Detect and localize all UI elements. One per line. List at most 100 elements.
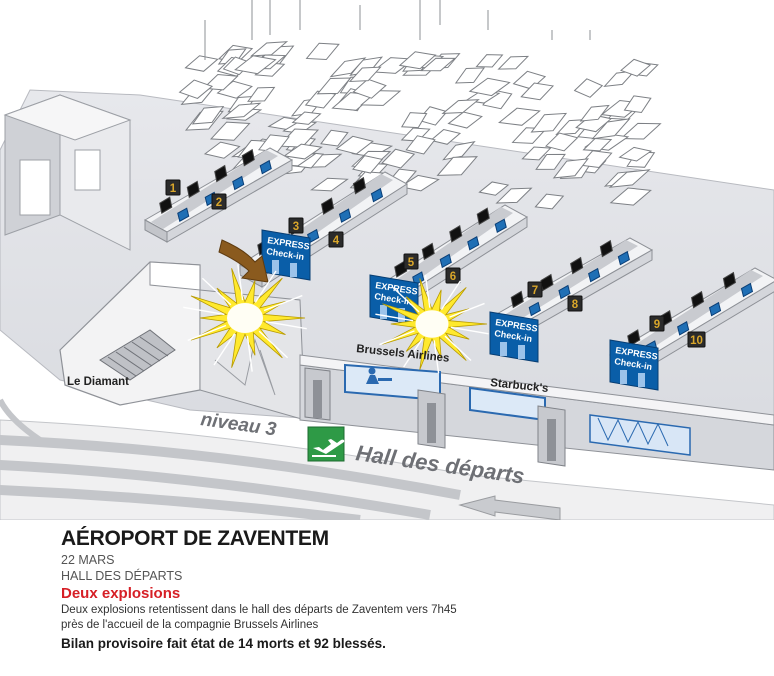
departure-screen [241, 148, 255, 167]
express-checkin-kiosks: EXPRESSCheck-inEXPRESSCheck-inEXPRESSChe… [261, 229, 659, 391]
caption-title: AÉROPORT DE ZAVENTEM [61, 527, 329, 550]
departure-screen [186, 180, 200, 199]
ceiling-tile [441, 99, 480, 114]
counter-number-2: 2 [211, 193, 227, 210]
ceiling-tile [320, 129, 349, 147]
desk-screen [708, 301, 722, 317]
ceiling-tile [530, 112, 568, 133]
desk-screen [232, 175, 245, 191]
ceiling-tile [184, 55, 219, 72]
road-arrow-icon [458, 495, 561, 520]
ceiling-tile [405, 135, 436, 155]
caption-body-line1: Deux explosions retentissent dans le hal… [61, 604, 457, 616]
ceiling-tile [608, 169, 651, 188]
svg-text:5: 5 [408, 257, 415, 269]
ceiling-tile [521, 146, 552, 161]
desk-screen [617, 250, 630, 266]
svg-text:1: 1 [170, 183, 177, 195]
departure-screen [214, 164, 228, 183]
ceiling-tile [234, 55, 277, 75]
departure-screen [570, 256, 584, 275]
ceiling-tile [623, 95, 652, 114]
svg-text:7: 7 [532, 285, 538, 297]
ceiling-tile [400, 127, 431, 142]
ceiling-tile [591, 118, 631, 140]
ceiling-tile [534, 193, 565, 210]
departure-screen [159, 196, 173, 214]
svg-text:10: 10 [690, 335, 703, 347]
ceiling-tile [221, 102, 262, 119]
departure-screen [320, 197, 335, 215]
counter-number-8: 8 [567, 295, 583, 312]
ceiling-tile [552, 158, 589, 179]
counter-number-1: 1 [165, 179, 181, 196]
desk-screen [370, 187, 384, 203]
desk-screen [588, 267, 601, 283]
route-arrow-icon [218, 239, 269, 283]
ceiling-tile [381, 148, 416, 169]
check-in-island [379, 204, 528, 308]
counter-number-10: 10 [687, 331, 706, 348]
left-building [3, 94, 132, 251]
ceiling-tile [512, 70, 547, 90]
ceiling-tile [544, 132, 579, 152]
desk-screen [259, 159, 272, 175]
caption-body-line2: près de l'accueil de la compagnie Brusse… [61, 619, 319, 631]
ceiling-tile [283, 143, 323, 160]
desk-screen [439, 253, 452, 269]
ceiling-tile [209, 121, 251, 141]
ceiling-tile [399, 174, 440, 192]
desk-screen [494, 218, 507, 233]
ceiling-tile [335, 135, 374, 155]
desk-screen [558, 284, 571, 300]
ceiling-tile [305, 42, 340, 61]
departure-screen [510, 290, 524, 309]
ceiling-tile [454, 67, 486, 84]
svg-text:3: 3 [293, 221, 299, 233]
ceiling-tile [429, 129, 462, 145]
counter-number-9: 9 [649, 315, 665, 332]
ceiling-tile [498, 107, 541, 126]
person-icon [366, 367, 392, 384]
ceiling-tile [329, 57, 367, 78]
counter-number-3: 3 [288, 217, 304, 234]
desk-screen [467, 236, 480, 251]
departure-hall-map: EXPRESSCheck-inEXPRESSCheck-inEXPRESSChe… [0, 0, 774, 520]
ceiling-tile [619, 122, 662, 140]
departure-screen [476, 207, 490, 225]
label-le-diamant: Le Diamant [67, 376, 129, 388]
check-in-island [608, 267, 774, 378]
caption-date: 22 MARS [61, 553, 115, 567]
ceiling-tile [573, 78, 604, 98]
ceiling-tile [178, 79, 214, 99]
ceiling-tile [316, 77, 352, 95]
desk-screen [338, 208, 352, 223]
ceiling-tile [468, 77, 511, 97]
pillars [304, 367, 566, 467]
departure-screen [599, 239, 613, 258]
departure-screen [627, 329, 641, 347]
caption-place: HALL DES DÉPARTS [61, 569, 183, 583]
check-in-island [143, 147, 294, 243]
ceiling-tile [348, 66, 382, 83]
ceiling-tile [277, 128, 320, 148]
explosion-burst-icon [375, 274, 489, 374]
ceiling-tile [447, 111, 483, 129]
ceiling-tile [203, 141, 241, 159]
ceiling-tile [304, 90, 337, 109]
svg-text:2: 2 [216, 197, 222, 209]
svg-text:6: 6 [450, 271, 456, 283]
ceiling-tile [520, 82, 555, 101]
ceiling-tile [291, 111, 322, 125]
ceiling-tile [420, 57, 457, 72]
explosion-burst-icon [183, 264, 307, 372]
departure-screen [690, 290, 705, 309]
counter-number-7: 7 [527, 281, 543, 298]
ceiling-tile [309, 177, 349, 192]
ceiling-tile [495, 187, 533, 204]
ceiling-tile [620, 58, 652, 77]
